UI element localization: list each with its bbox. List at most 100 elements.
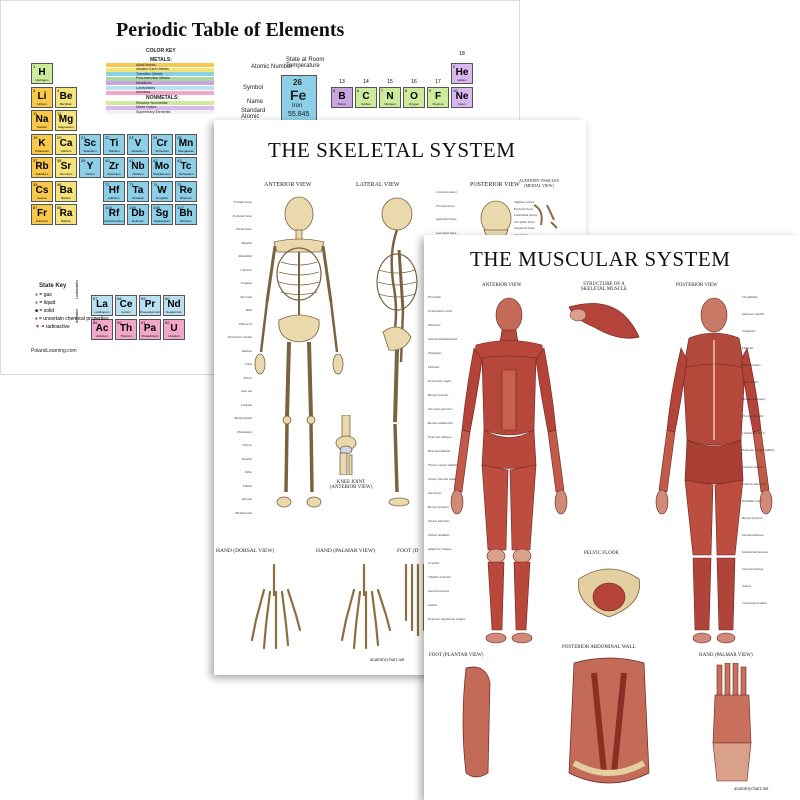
element-symbol: Sc — [83, 137, 97, 149]
anatomy-label: Parietal bone — [232, 213, 252, 218]
element-number: 74 — [153, 181, 158, 187]
element-number: 58 — [117, 296, 122, 301]
anatomy-label: Mandible — [514, 233, 527, 237]
hand-palmar-label: HAND (PALMAR VIEW) — [316, 548, 375, 554]
element-name: Cesium — [36, 195, 48, 200]
element-symbol: Sr — [60, 161, 72, 172]
skeletal-muscle-structure-illustration — [568, 303, 640, 339]
element-number: 107 — [177, 205, 184, 210]
element-name: Helium — [457, 78, 467, 82]
skeletal-anterior-view-label: ANTERIOR VIEW — [264, 182, 312, 188]
anatomy-label: Frontalis — [428, 295, 441, 299]
element-name: Nitrogen — [384, 101, 396, 106]
metal-key-2: Transition Metals — [106, 72, 214, 77]
element-number: 92 — [165, 319, 170, 325]
anatomy-label: Infraspinatus — [742, 363, 761, 367]
element-name: Neon — [458, 101, 466, 106]
legend-example-mass: 55.845 — [288, 111, 310, 118]
element-name: Rutherfordium — [104, 219, 124, 223]
muscle-structure-label: STRUCTURE OF A SKELETAL MUSCLE — [580, 282, 628, 292]
element-number: 60 — [165, 296, 170, 301]
anatomy-label: Ulna — [245, 362, 252, 366]
legend-example-symbol: Fe — [290, 87, 307, 103]
anatomy-label: External oblique — [428, 435, 452, 439]
anatomy-label: Clavicle — [240, 267, 252, 272]
anatomy-label: Patella — [241, 456, 252, 461]
anatomy-label: Semimembranosus — [742, 550, 769, 554]
element-symbol: Ca — [59, 137, 73, 149]
element-name: Sodium — [36, 125, 48, 129]
element-symbol: Tc — [180, 161, 192, 172]
anatomy-label: Latissimus dorsi — [742, 431, 766, 435]
element-symbol: Ta — [132, 184, 144, 196]
anatomy-label: Deltoid — [428, 365, 439, 369]
element-name: Chromium — [155, 148, 169, 153]
muscular-posterior-illustration — [655, 297, 773, 644]
nonmetal-key-label: Superheavy Elements — [136, 109, 171, 114]
anatomy-label: Femur — [242, 443, 252, 447]
element-number: 1 — [33, 64, 36, 69]
element-name: Cerium — [121, 310, 131, 314]
anatomy-label: Biceps femoris — [742, 516, 763, 520]
knee-joint-illustration — [335, 415, 357, 475]
skeleton-lateral-illustration — [376, 197, 418, 507]
element-symbol: B — [338, 90, 346, 102]
element-name: Hydrogen — [35, 78, 49, 82]
hand-palmar-illustration — [340, 563, 392, 650]
anatomy-label: Tensor fasciae latae — [428, 477, 457, 481]
state-key-title: State Key — [39, 283, 67, 289]
anatomy-label: Masseter — [428, 323, 441, 327]
foot-dorsal-label: FOOT (D — [397, 548, 419, 554]
element-number: 23 — [129, 134, 134, 140]
metal-key-label: Alkali Metals — [136, 62, 156, 67]
element-number: 87 — [33, 205, 38, 210]
anatomy-label: Rectus abdominis — [428, 421, 453, 425]
group-label: 13 — [339, 79, 345, 85]
anatomy-label: Metacarpals — [234, 416, 252, 420]
legend-example-number: 26 — [293, 78, 302, 87]
anatomy-label: Extensor digitorum longus — [428, 617, 466, 621]
element-name: Tantalum — [131, 195, 145, 200]
state-key: State Key ● = gas● = liquid■ = solid♦ = … — [31, 283, 109, 343]
metal-key-label: Post-transition Metals — [136, 76, 170, 81]
element-symbol: H — [38, 67, 46, 78]
metal-key-1: Alkaline Earth Metals — [106, 67, 214, 72]
element-name: Thorium — [120, 333, 132, 338]
nonmetals-label: NONMETALS: — [146, 95, 179, 101]
hand-dorsal-illustration — [250, 563, 302, 650]
anatomy-label: Gracilis — [428, 561, 440, 565]
state-symbol-icon: ▼ — [35, 324, 42, 330]
element-name: Rubidium — [35, 172, 49, 176]
metal-key-label: Metalloids — [136, 80, 152, 85]
element-number: 7 — [381, 87, 384, 93]
element-number: 105 — [129, 205, 136, 210]
nonmetal-key-0: Reactive Nonmetals — [106, 101, 214, 105]
element-symbol: Zr — [109, 161, 119, 172]
element-symbol: Pa — [143, 322, 157, 334]
state-key-text: = radioactive — [41, 324, 70, 330]
element-number: 8 — [405, 87, 408, 93]
element-number: 12 — [57, 111, 62, 116]
element-name: Protactinium — [141, 333, 159, 338]
nonmetal-key-1: Noble Gases — [106, 105, 214, 110]
element-symbol: Ba — [59, 184, 73, 196]
element-number: 22 — [105, 134, 110, 140]
anatomy-label: Pelvis — [243, 375, 252, 380]
anatomy-label: Phalanges — [237, 429, 252, 434]
element-name: Oxygen — [408, 101, 420, 106]
anatomy-label: Semitendinosus — [742, 533, 764, 537]
element-symbol: Ce — [119, 299, 133, 310]
legend-atomic-number-label: Atomic Number — [251, 64, 293, 70]
nonmetal-key-label: Noble Gases — [136, 105, 157, 110]
element-number: 25 — [177, 134, 182, 140]
